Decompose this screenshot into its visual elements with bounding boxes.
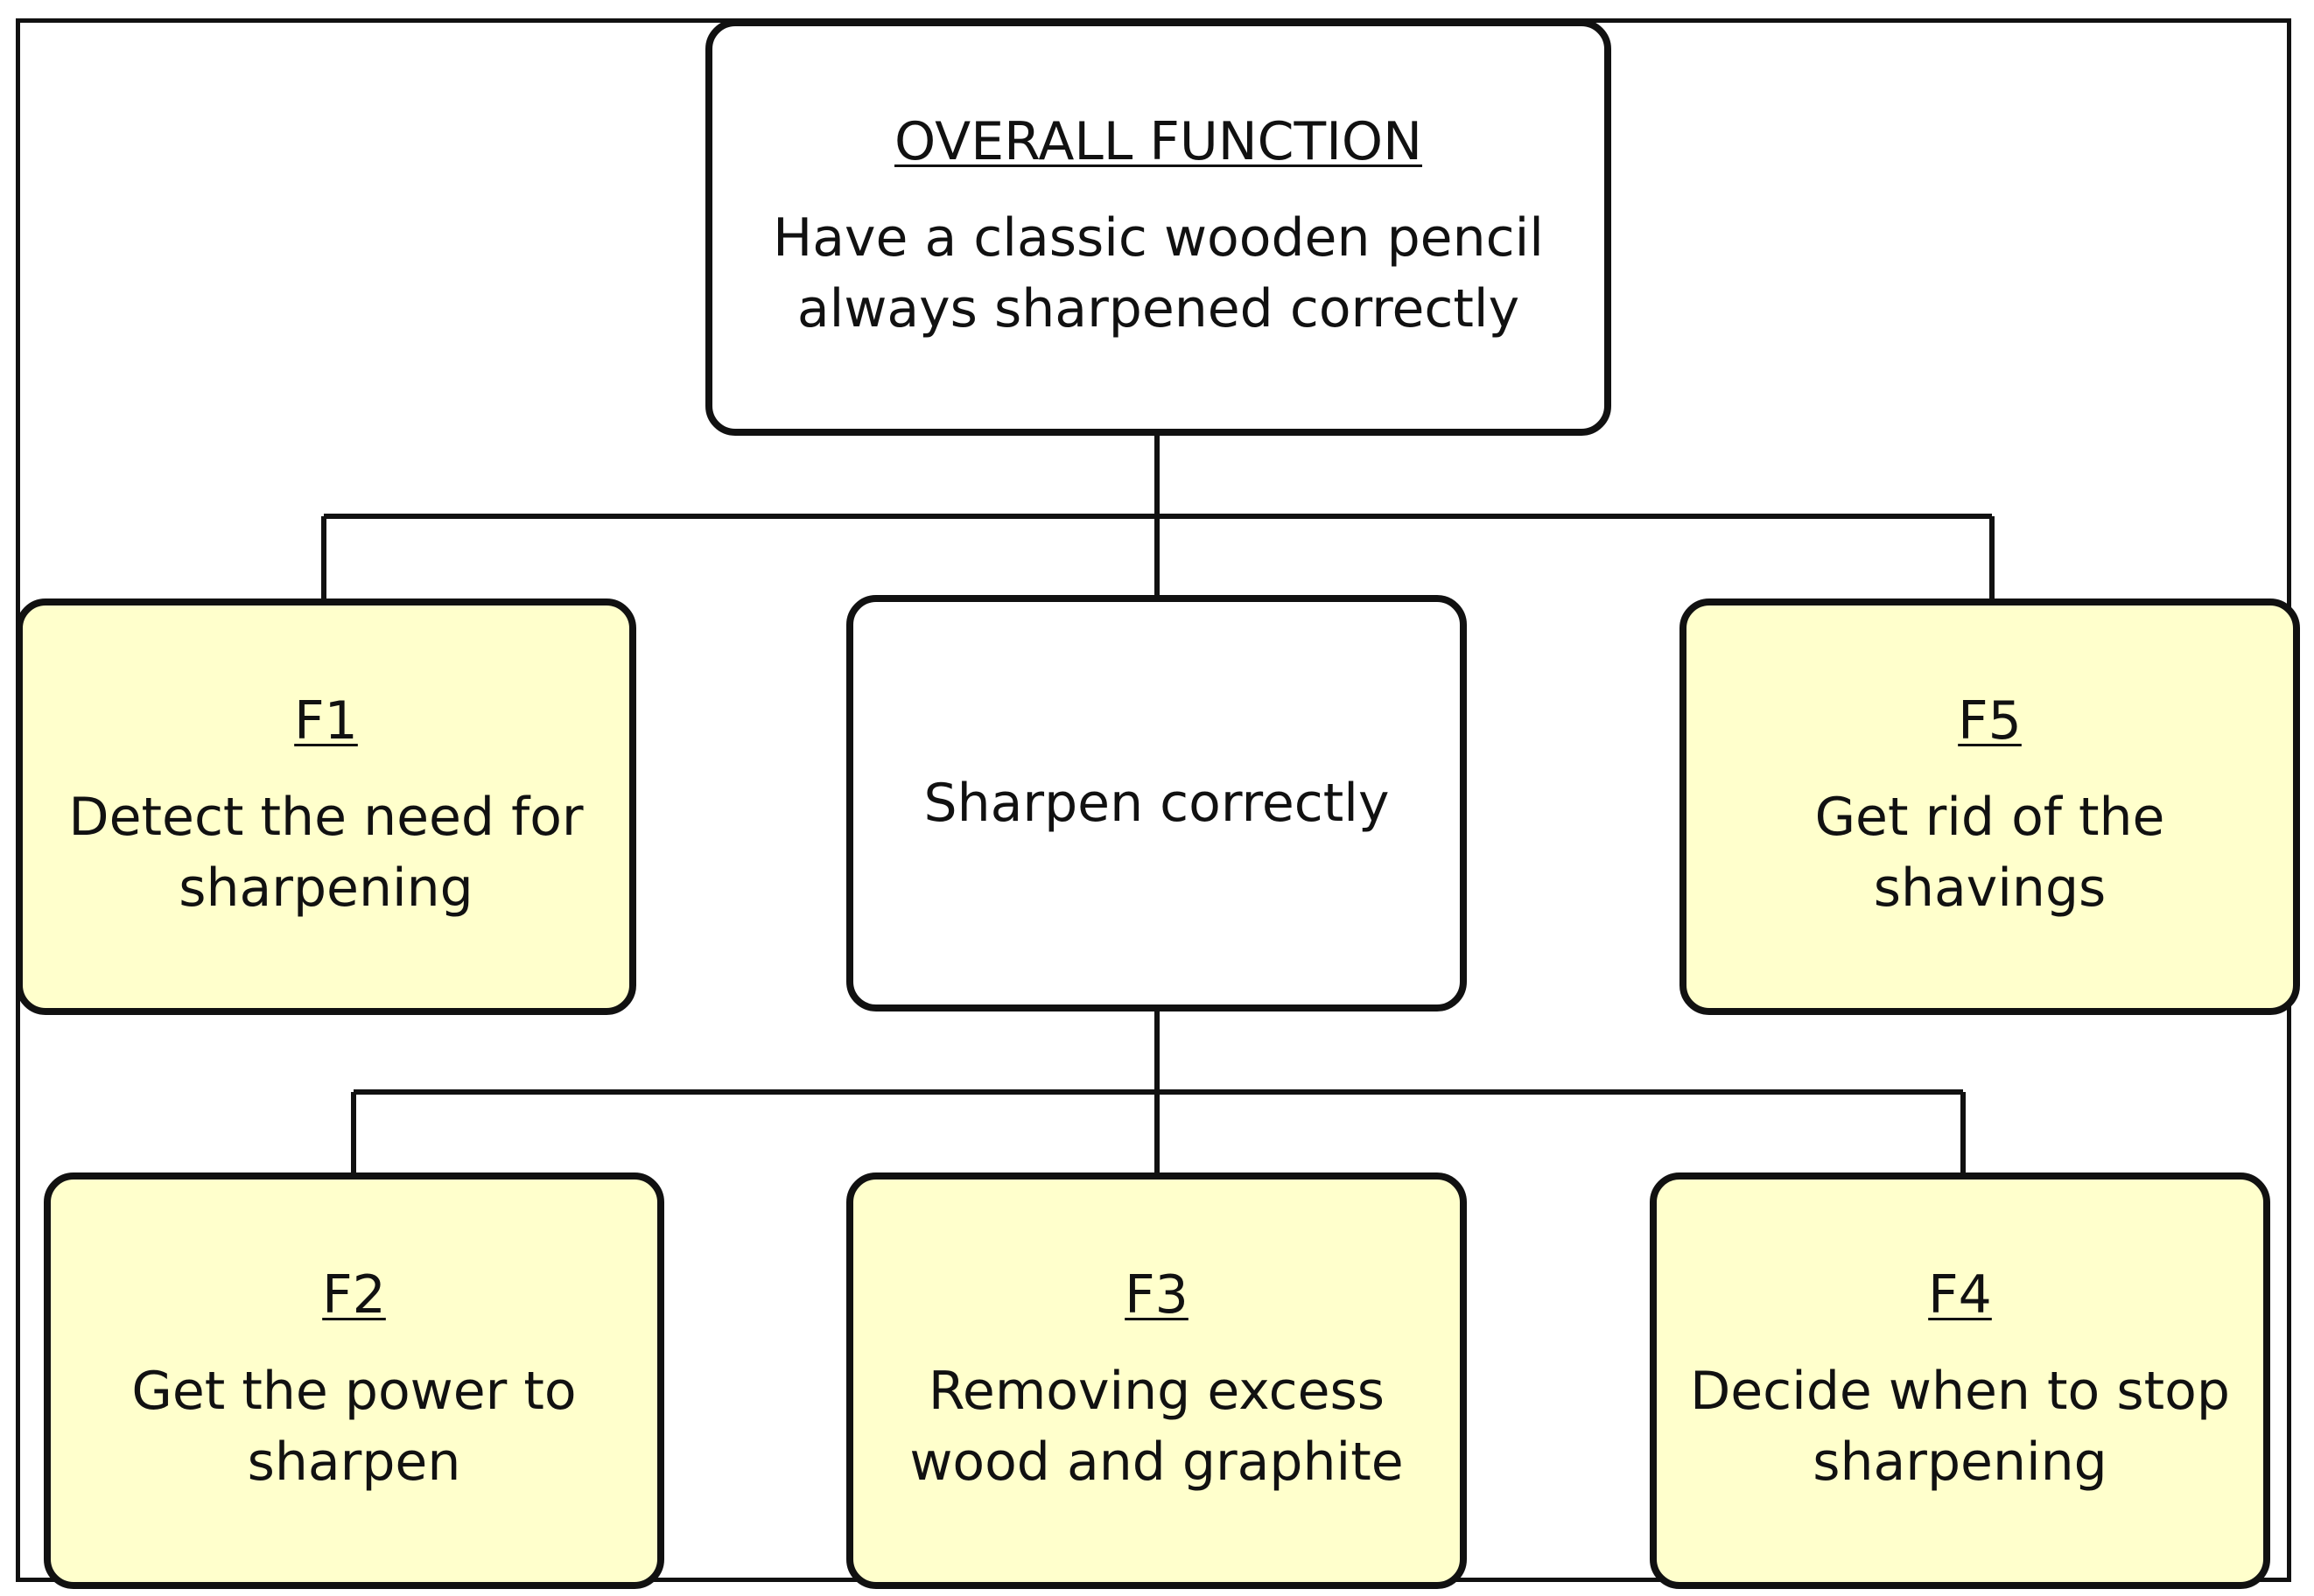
f1-box: F1 Detect the need for sharpening [16,598,636,1015]
f4-box: F4 Decide when to stop sharpening [1650,1172,2270,1589]
f2-label: F2 [322,1264,386,1326]
sharpen-correctly-box: Sharpen correctly [846,595,1467,1012]
f2-text: Get the power to sharpen [131,1361,577,1493]
f3-text: Removing excess wood and graphite [909,1361,1404,1493]
overall-function-box: OVERALL FUNCTION Have a classic wooden p… [705,19,1611,436]
sharpen-correctly-text: Sharpen correctly [923,772,1390,834]
overall-function-heading: OVERALL FUNCTION [894,111,1423,172]
f2-box: F2 Get the power to sharpen [44,1172,664,1589]
f5-label: F5 [1958,690,2022,752]
f3-label: F3 [1125,1264,1189,1326]
f1-label: F1 [294,690,358,752]
f5-text: Get rid of the shavings [1814,787,2165,919]
f5-box: F5 Get rid of the shavings [1679,598,2300,1015]
f4-label: F4 [1928,1264,1992,1326]
overall-function-text: Have a classic wooden pencil always shar… [773,207,1544,340]
f1-text: Detect the need for sharpening [68,787,584,919]
f4-text: Decide when to stop sharpening [1690,1361,2230,1493]
f3-box: F3 Removing excess wood and graphite [846,1172,1467,1589]
